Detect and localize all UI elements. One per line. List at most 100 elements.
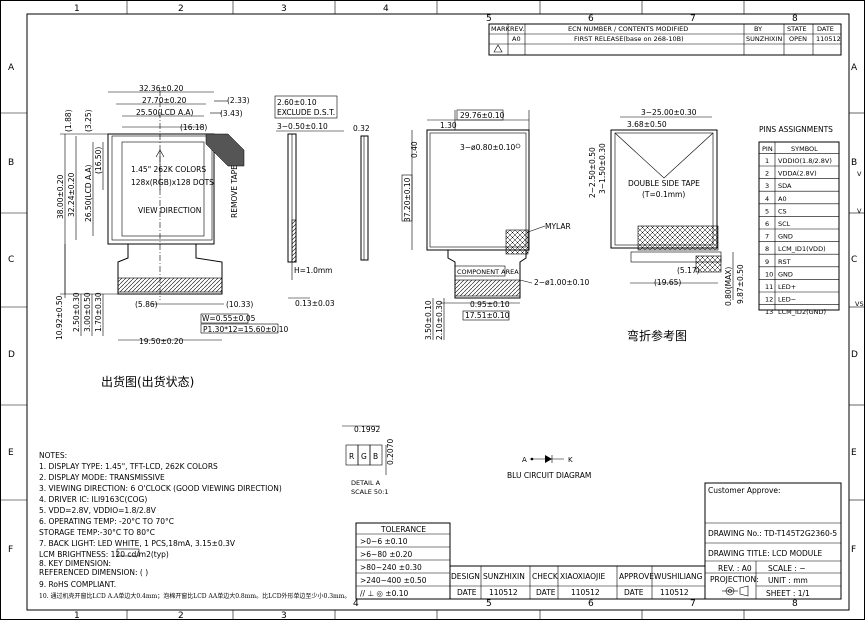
dim-5-86: (5.86) xyxy=(135,300,158,309)
fold-caption: 弯折参考图 xyxy=(627,328,687,343)
notes-lines: 1. DISPLAY TYPE: 1.45", TFT-LCD, 262K CO… xyxy=(39,462,350,600)
pin-number: 7 xyxy=(765,233,769,241)
zone-col-3: 3 xyxy=(281,4,287,14)
detail-scale: SCALE 50:1 xyxy=(351,488,389,496)
fold-view: 3−25.00±0.30 3.68±0.50 2−2.50±0.50 3−1.5… xyxy=(588,108,745,343)
sheet-value: SHEET : 1/1 xyxy=(766,589,810,598)
rev-row-state: OPEN xyxy=(789,35,807,43)
drawing-title: DRAWING TITLE: LCD MODULE xyxy=(708,549,822,558)
zone-col-7: 7 xyxy=(690,14,696,24)
dim-pitch: P1.30*12=15.60±0.10 xyxy=(203,325,288,334)
zone-row-f: F xyxy=(8,545,13,555)
title-block: Customer Approve: DRAWING No.: TD-T145T2… xyxy=(704,482,842,600)
zone-row-b-r: B xyxy=(851,158,857,168)
dim-2-60: 2.60±0.10 xyxy=(277,98,317,107)
pin-symbol: RST xyxy=(778,258,791,266)
zone-row-c: C xyxy=(8,255,14,265)
note-line: 8. KEY DIMENSION: xyxy=(39,559,111,568)
side-view: 2.60±0.10 EXCLUDE D.S.T. 3−0.50±0.10 H=1… xyxy=(274,95,370,308)
zone-row-f-r: F xyxy=(851,545,856,555)
detail-height: 0.2070 xyxy=(386,439,395,465)
unit-value: UNIT : mm xyxy=(768,576,808,585)
rev-head-contents: ECN NUMBER / CONTENTS MODIFIED xyxy=(568,25,688,33)
zone-col-5b: 5 xyxy=(486,599,492,609)
pin-number: 13 xyxy=(765,308,773,316)
notes-title: NOTES: xyxy=(39,451,67,460)
dim-0-32: 0.32 xyxy=(353,124,370,133)
dim-1-70: 1.70±0.30 xyxy=(94,292,103,332)
checker: XIAOXIAOJIE xyxy=(560,572,605,581)
blu-label: BLU CIRCUIT DIAGRAM xyxy=(507,471,591,480)
designer: SUNZHIXIN xyxy=(483,572,525,581)
dim-37-20: 37.20±0.10 xyxy=(403,177,412,222)
projection-label: PROJECTION: xyxy=(710,575,759,584)
screen-text-2: 128x(RGB)x128 DOTS xyxy=(131,178,214,187)
exclude-dst: EXCLUDE D.S.T. xyxy=(277,108,335,117)
pin-header-symbol: SYMBOL xyxy=(791,145,818,153)
pin-symbol: GND xyxy=(778,233,793,241)
pin-number: 12 xyxy=(765,296,773,304)
dim-3-50: 3.50±0.10 xyxy=(424,300,433,340)
pin-number: 5 xyxy=(765,207,769,215)
detail-width: 0.1992 xyxy=(354,425,380,434)
note-line: LCM BRIGHTNESS: 120 cd/m2(typ) xyxy=(39,550,169,559)
date-label-3: DATE xyxy=(624,588,644,597)
blu-cathode: K xyxy=(568,456,573,464)
tol-row-5: // ⊥ ◎ ±0.10 xyxy=(360,589,408,598)
pin-number: 1 xyxy=(765,157,769,165)
dim-3-050: 3−0.50±0.10 xyxy=(277,122,328,131)
tol-row-4: >240~400 ±0.50 xyxy=(360,576,427,585)
detail-cell-r: R xyxy=(349,452,354,461)
zone-col-4: 4 xyxy=(383,4,389,14)
dim-0-80max: 0.80(MAX) xyxy=(724,267,733,306)
dim-1-30: 1.30 xyxy=(440,121,457,130)
zone-row-e: E xyxy=(8,448,14,458)
pin-symbol: A0 xyxy=(778,195,787,203)
dim-0-40: 0.40 xyxy=(410,141,419,158)
dim-10-33: (10.33) xyxy=(226,300,253,309)
zone-row-a: A xyxy=(8,63,15,73)
front-view: 1.45" 262K COLORS 128x(RGB)x128 DOTS VIE… xyxy=(55,84,288,389)
detail-label: DETAIL A xyxy=(351,479,381,487)
dim-17-51: 17.51±0.10 xyxy=(465,311,510,320)
pin-symbol: LED− xyxy=(778,296,796,304)
notes: NOTES: 1. DISPLAY TYPE: 1.45", TFT-LCD, … xyxy=(39,451,350,600)
signoff-row: DESIGN SUNZHIXIN CHECK XIAOXIAOJIE APPRO… xyxy=(449,565,706,600)
dim-32-36: 32.36±0.20 xyxy=(139,84,184,93)
rev-row-rev: A0 xyxy=(512,35,521,43)
pin-symbol: VDDIO(1.8/2.8V) xyxy=(778,157,832,165)
date-label-1: DATE xyxy=(457,588,477,597)
projection-icon xyxy=(722,585,749,597)
dim-32-24: 32.24±0.20 xyxy=(67,172,76,217)
zone-col-4b: 4 xyxy=(353,599,359,609)
dim-26-50: 26.50(LCD A.A) xyxy=(84,165,93,222)
design-label: DESIGN xyxy=(451,572,480,581)
dim-3-68: 3.68±0.50 xyxy=(627,120,667,129)
pin-number: 6 xyxy=(765,220,769,228)
tape-thickness: (T=0.1mm) xyxy=(642,190,685,199)
pin-symbol: LCM_ID2(GND) xyxy=(778,308,826,316)
dim-2-holes: 2−ø1.00±0.10 xyxy=(534,278,590,287)
dim-16-50: (16.50) xyxy=(94,147,103,174)
note-line: 4. DRIVER IC: ILI9163C(COG) xyxy=(39,495,147,504)
dim-38-00: 38.00±0.20 xyxy=(56,174,65,219)
rev-head-by: BY xyxy=(754,25,762,33)
zone-col-1b: 1 xyxy=(74,611,80,620)
blu-diagram: A K BLU CIRCUIT DIAGRAM xyxy=(507,455,591,480)
detail-cell-b: B xyxy=(373,452,378,461)
dim-9-87: 9.87±0.50 xyxy=(736,264,745,304)
back-view: 29.76±0.10 1.30 0.40 3−ø0.80±0.10 37.20±… xyxy=(401,109,590,340)
dim-27-70: 27.70±0.20 xyxy=(142,96,187,105)
mylar-label: MYLAR xyxy=(545,222,571,231)
dim-2-10: 2.10±0.30 xyxy=(435,300,444,340)
dim-w: W=0.55±0.05 xyxy=(202,314,256,323)
dim-3-43: (3.43) xyxy=(220,109,243,118)
date-3: 110512 xyxy=(660,588,689,597)
shipping-caption: 出货图(出货状态) xyxy=(101,374,194,389)
edge-mark-v2: V xyxy=(857,207,862,215)
note-line: 3. VIEWING DIRECTION: 6 O'CLOCK (GOOD VI… xyxy=(39,484,282,493)
zone-col-2b: 2 xyxy=(178,611,184,620)
screen-text-1: 1.45" 262K COLORS xyxy=(131,165,206,174)
